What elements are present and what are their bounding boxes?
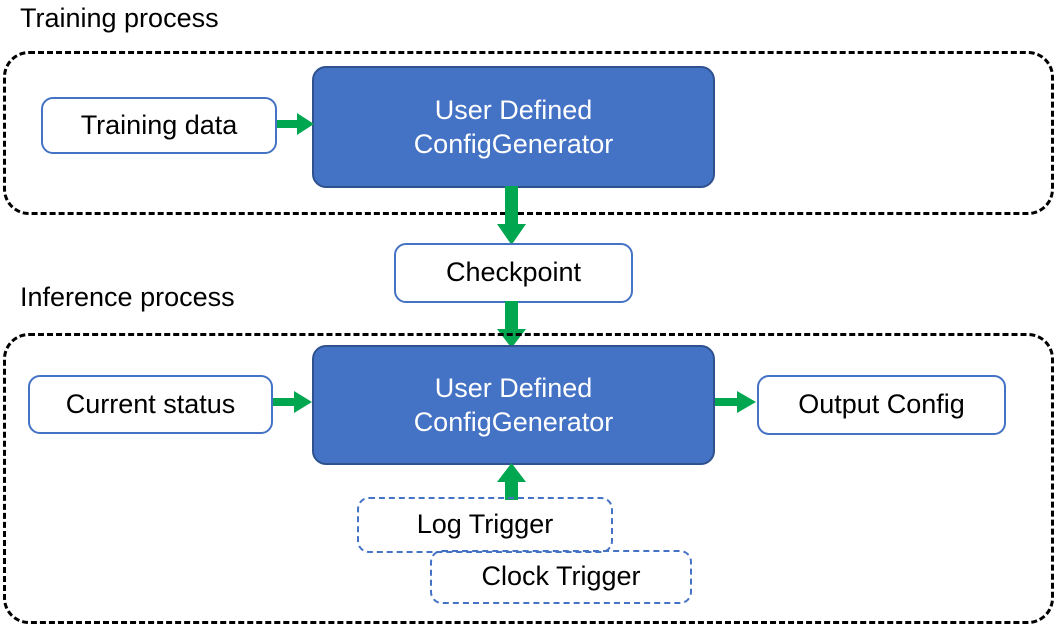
output-config-box[interactable]: Output Config [757,375,1006,435]
current-status-box[interactable]: Current status [28,375,273,434]
training-generator-line-1: User Defined [434,95,593,125]
training-data-box[interactable]: Training data [41,97,277,154]
arrow-current-status-to-generator-icon [273,390,313,414]
inference-process-container [3,333,1054,624]
training-generator-line-2: ConfigGenerator [413,129,614,159]
training-process-title: Training process [20,3,219,33]
inference-process-title: Inference process [20,282,235,312]
arrow-generator-to-checkpoint-icon [497,186,527,246]
inference-generator-line-1: User Defined [434,373,593,403]
inference-generator-line-2: ConfigGenerator [413,407,614,437]
checkpoint-box[interactable]: Checkpoint [394,243,633,303]
training-config-generator-box[interactable]: User Defined ConfigGenerator [312,66,715,188]
training-process-container [3,51,1054,215]
arrow-generator-to-output-config-icon [715,390,757,414]
arrow-checkpoint-to-inference-generator-icon [497,301,527,349]
clock-trigger-box[interactable]: Clock Trigger [430,550,692,604]
inference-config-generator-box[interactable]: User Defined ConfigGenerator [312,345,715,465]
arrow-training-data-to-generator-icon [277,112,315,136]
log-trigger-box[interactable]: Log Trigger [357,497,613,553]
arrow-triggers-to-generator-icon [497,463,527,501]
